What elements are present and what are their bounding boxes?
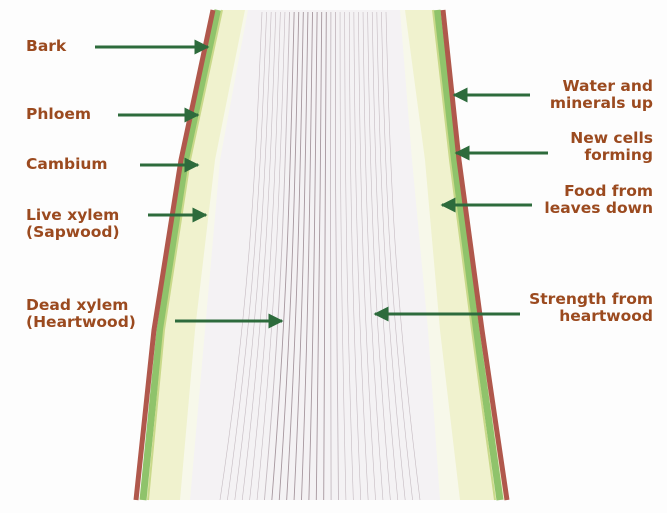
label-strength-heartwood: Strength from heartwood: [529, 291, 653, 325]
label-bark: Bark: [26, 38, 66, 55]
label-phloem: Phloem: [26, 106, 91, 123]
label-food-from-leaves: Food from leaves down: [544, 183, 653, 217]
label-new-cells: New cells forming: [570, 130, 653, 164]
grain-line: [330, 12, 331, 500]
label-live-xylem: Live xylem (Sapwood): [26, 207, 120, 241]
label-cambium: Cambium: [26, 156, 108, 173]
label-water-minerals: Water and minerals up: [550, 78, 653, 112]
label-dead-xylem: Dead xylem (Heartwood): [26, 297, 136, 331]
